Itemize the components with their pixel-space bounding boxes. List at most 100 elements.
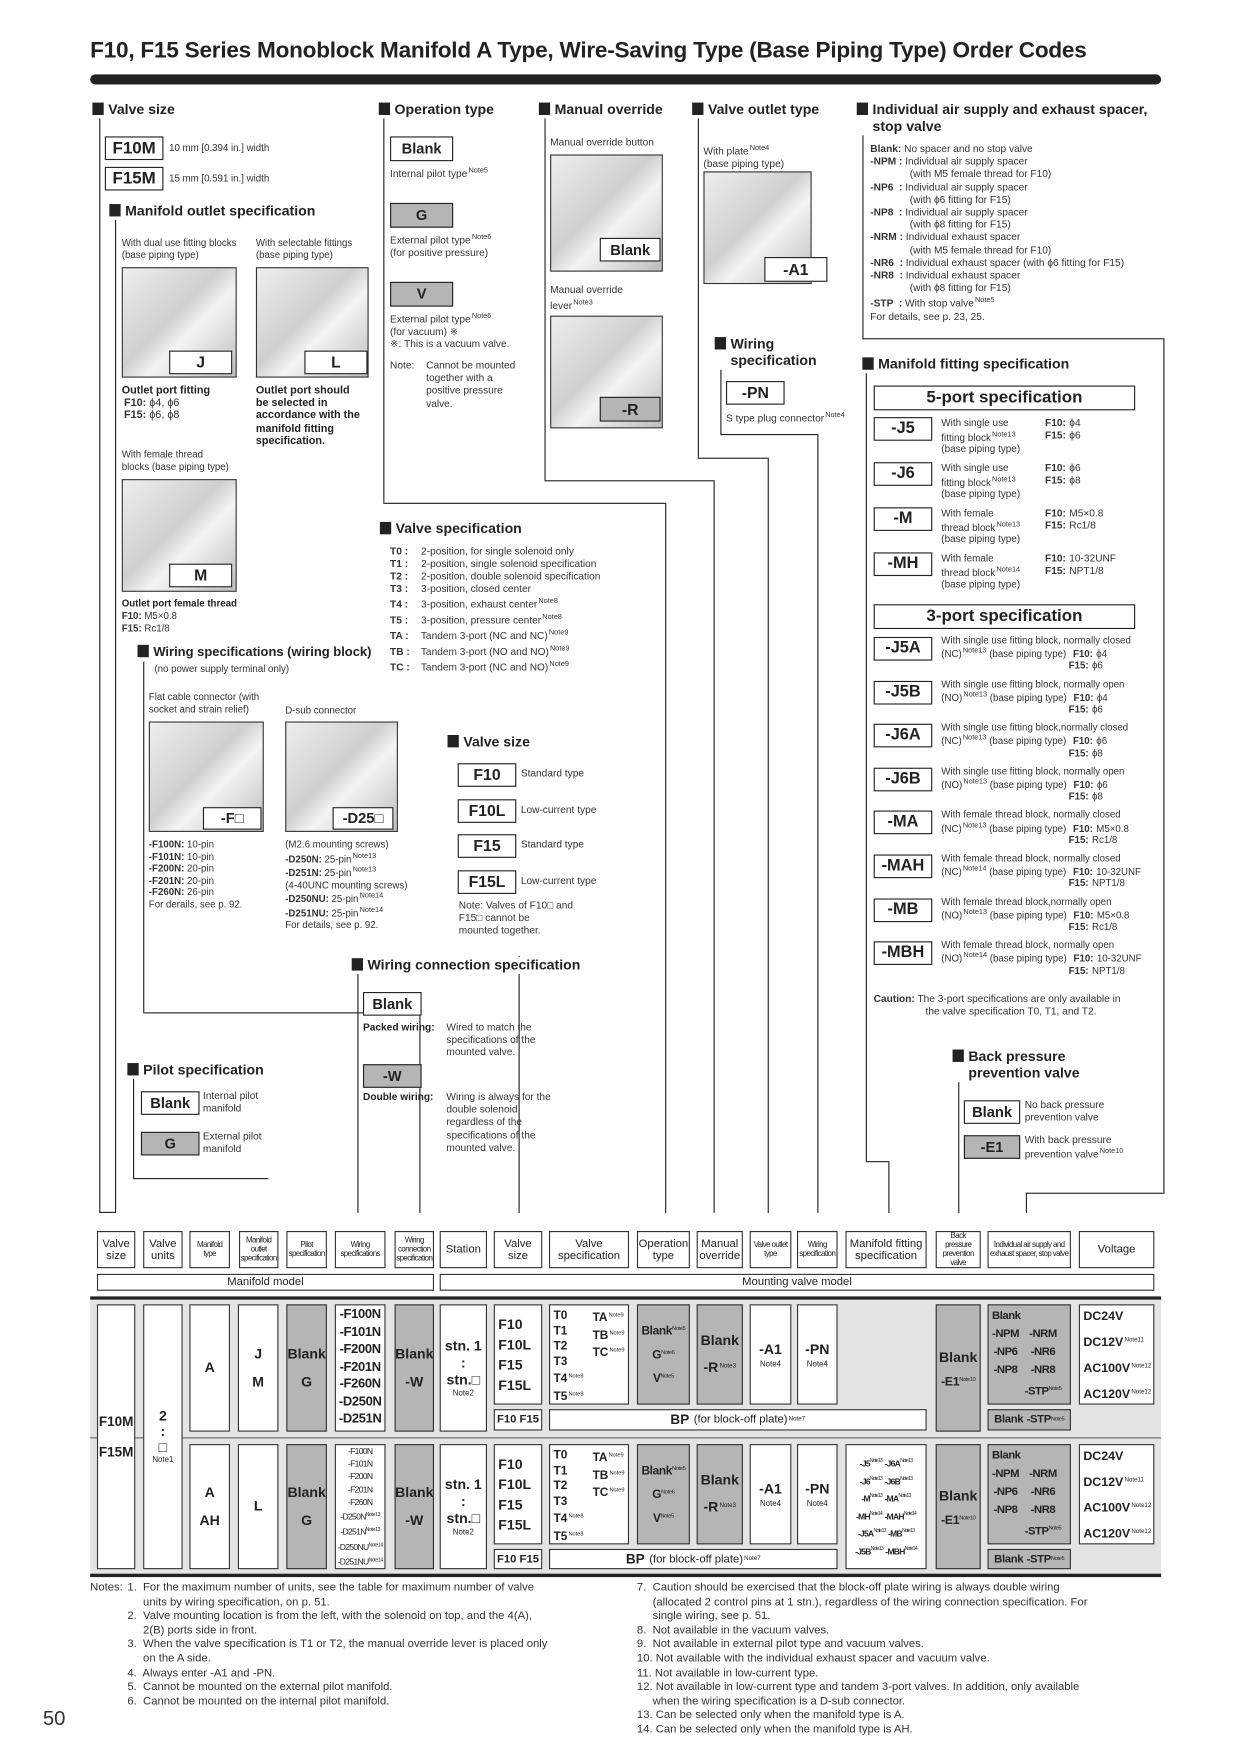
- code-a1: -A1: [764, 257, 828, 282]
- cell-line: -NP8: [993, 1364, 1018, 1377]
- fitting-cell: -J5Note13-J6ANote13-J6Note13-J6BNote13-M…: [845, 1444, 927, 1570]
- override-code: -R: [703, 1499, 719, 1516]
- item-text: Individual air supply spacer: [902, 181, 1028, 193]
- list-item: -NR8 : Individual exhaust spacer: [870, 269, 1124, 282]
- size-value: 10-32UNF: [1096, 952, 1142, 965]
- fitting-desc: With female thread block, normally close…: [941, 809, 1129, 846]
- list-item: (with ϕ8 fitting for F15): [870, 282, 1124, 295]
- note-ref: Note8: [568, 1373, 584, 1380]
- note-ref: Note14: [962, 864, 987, 873]
- cell-line: T5Note8: [554, 1387, 593, 1404]
- note-ref: Note13: [901, 1527, 915, 1534]
- caution-text: The 3-port specifications are only avail…: [917, 993, 1121, 1005]
- list-item: -NRM : Individual exhaust spacer: [870, 232, 1124, 245]
- op-code: V: [652, 1511, 661, 1526]
- bp-text: (for block-off plate): [693, 1413, 788, 1427]
- desc-line: (base piping type): [941, 443, 1021, 455]
- fitting-heading: Manifold fitting specification: [862, 356, 1070, 374]
- size-value: ϕ4: [1096, 691, 1108, 704]
- desc-line: With single use: [941, 417, 1009, 429]
- op-code: Blank: [641, 1324, 673, 1339]
- size-value: NPT1/8: [1091, 964, 1125, 976]
- size-f15: F15:NPT1/8: [1045, 564, 1116, 576]
- note-ref: Note14: [368, 1541, 383, 1548]
- size-label: F10:: [1073, 909, 1094, 921]
- spacer-code: Blank: [994, 1413, 1024, 1427]
- spacer-code: -STP: [1026, 1552, 1052, 1566]
- size-value: 10-32UNF: [1069, 552, 1117, 564]
- size-value: ϕ8: [1069, 474, 1081, 486]
- size-label: F15:: [1068, 964, 1089, 976]
- size-value: ϕ6: [1069, 462, 1081, 474]
- desc-line: With female thread block, normally open: [941, 939, 1115, 951]
- cell-line: Blank: [700, 1472, 739, 1489]
- item-text: (4-40UNC mounting screws): [285, 878, 408, 891]
- item-text: (with M5 female thread for F10): [870, 244, 1052, 256]
- connector-line: [99, 1211, 115, 1214]
- desc-text: (NC): [941, 865, 962, 878]
- bp-code: BP: [625, 1550, 645, 1567]
- cell-line: stn. 1: [444, 1337, 482, 1354]
- cell-line: □: [158, 1439, 168, 1456]
- connector-line: [720, 343, 722, 435]
- list-item: -D250NU: 25-pinNote14: [285, 891, 407, 905]
- spacer-code: -NR6: [1030, 1485, 1056, 1499]
- cell-line: -RNote3: [703, 1497, 736, 1517]
- column-header: Wiring specification: [797, 1231, 838, 1269]
- column-header: Valve specification: [548, 1231, 630, 1269]
- desc-line: F15:ϕ8: [941, 747, 1128, 759]
- cell-line: Blank: [992, 1309, 1021, 1323]
- fitting-code: -J6A: [884, 1458, 901, 1469]
- code-l: L: [304, 350, 368, 375]
- fitting-desc: With single use fitting block,normally c…: [941, 722, 1128, 759]
- list-item: F10: M5×0.8: [122, 610, 177, 622]
- override-code: -R: [703, 1359, 719, 1376]
- code-op-v: V: [390, 281, 454, 307]
- heading-text: Manual override: [554, 101, 663, 118]
- desc-line: prevention valve: [1024, 1110, 1099, 1123]
- list-item: T1 : 2-position, single solenoid specifi…: [390, 558, 600, 570]
- spacer-code: -NR6: [1030, 1345, 1056, 1359]
- code-override-blank: Blank: [599, 237, 661, 262]
- column-header: Manual override: [696, 1231, 743, 1269]
- column-header: Station: [439, 1231, 487, 1269]
- cell-line: -STPNote5: [1025, 1380, 1062, 1401]
- station-cell: stn. 1:stn.□Note2: [439, 1444, 487, 1570]
- item-key: TB :: [390, 645, 410, 658]
- spacer-cell: Blank-NPM-NP6-NP8-NRM-NR6-NR8-STPNote5: [987, 1304, 1071, 1405]
- desc-text: thread block: [941, 566, 996, 578]
- heading-text: Manifold outlet specification: [125, 202, 316, 219]
- cell-line: F15M: [98, 1443, 134, 1460]
- item-key: T0 :: [390, 545, 409, 557]
- size-value: Rc1/8: [1069, 519, 1096, 531]
- code-op-blank: Blank: [390, 136, 454, 162]
- item-text: Rc1/8: [141, 621, 170, 633]
- size-label: F15:: [1068, 659, 1089, 672]
- cell-line: BlankNote5: [641, 1459, 685, 1483]
- cell-line: TBNote9: [593, 1466, 625, 1483]
- valve-size-bp-cell: F10 F15: [493, 1548, 543, 1570]
- wiring-code: -F260N: [347, 1496, 373, 1508]
- desc-text: fitting block: [941, 476, 991, 488]
- size-label: F10:: [1073, 952, 1094, 965]
- column-header: Manifold type: [189, 1231, 230, 1269]
- size-label: F10:: [1045, 462, 1066, 474]
- size-label: F15:: [1068, 746, 1089, 759]
- note-ref: Note8: [538, 597, 558, 606]
- desc-text: (base piping type): [987, 909, 1067, 921]
- spec-code: TB: [592, 1468, 609, 1482]
- list-item: (M2.6 mounting screws): [285, 839, 407, 851]
- cell-line: Blank: [939, 1348, 978, 1365]
- size-label: F15:: [1045, 564, 1066, 576]
- desc-line: (NO)Note13 (base piping type)F10:M5×0.8: [941, 907, 1129, 921]
- item-text: For details, see p. 23, 25.: [870, 310, 985, 323]
